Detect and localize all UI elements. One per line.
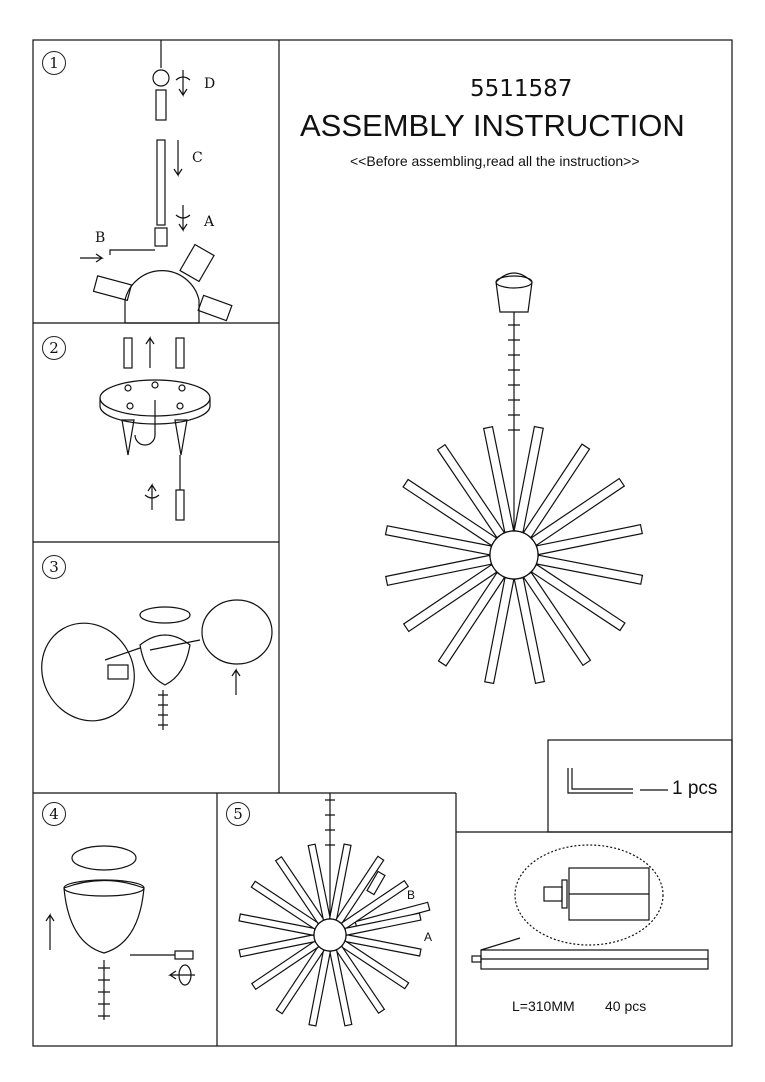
step5-illustration: [238, 793, 431, 1027]
step-number-3: 3: [42, 555, 66, 579]
page-subtitle: <<Before assembling,read all the instruc…: [350, 153, 640, 169]
center-sphere: [489, 530, 539, 580]
step5-label-a: A: [424, 930, 433, 944]
step5-label-b: B: [407, 888, 416, 902]
center-sphere: [313, 918, 347, 952]
rod-illustration: [471, 844, 709, 970]
chandelier-illustration: [384, 272, 644, 685]
step1-label-d: D: [204, 76, 216, 92]
model-number: 5511587: [470, 76, 573, 102]
allen-key-icon: [567, 768, 668, 794]
allen-key-quantity: 1 pcs: [672, 778, 718, 799]
step-number-4: 4: [42, 802, 66, 826]
step1-label-b: B: [95, 230, 106, 246]
panel-borders: [32, 39, 733, 1047]
step4-illustration: [45, 845, 195, 1020]
step1-label-c: C: [192, 150, 203, 166]
rod-quantity: 40 pcs: [605, 998, 647, 1014]
step-number-1: 1: [42, 51, 66, 75]
step1-illustration: [80, 40, 233, 324]
rod-length: L=310MM: [512, 998, 575, 1014]
step-number-2: 2: [42, 336, 66, 360]
step2-illustration: [99, 336, 211, 521]
step-number-5: 5: [226, 802, 250, 826]
page-title: ASSEMBLY INSTRUCTION: [300, 108, 685, 143]
step1-label-a: A: [204, 214, 215, 230]
step3-illustration: [41, 599, 273, 730]
